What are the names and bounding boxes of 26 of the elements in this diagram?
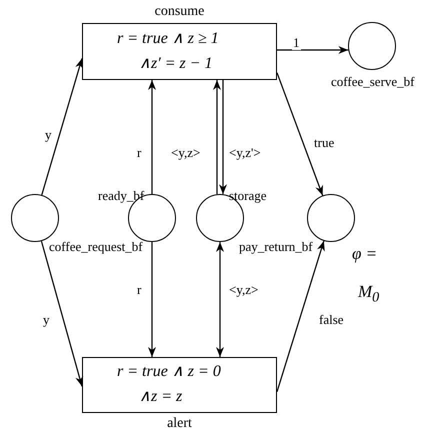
place-label: pay_return_bf [239,239,313,254]
arrow [216,242,224,357]
formula-text: φ = [352,244,378,264]
guard-expression: ∧z = z [139,388,182,406]
transition-name: consume [154,4,206,19]
arrow [40,240,84,387]
arrow [219,80,227,194]
guard-expression: r = true ∧ z ≥ 1 [117,30,219,48]
formula-text: M$_{0}$ [358,282,380,306]
arrow [41,58,83,196]
arrow [213,80,221,194]
arrow [276,72,324,196]
edge-label: 1 [292,36,300,50]
place-label: coffee_serve_bf [331,74,414,89]
guard-expression: r = true ∧ z = 0 [117,363,221,381]
arrow [148,242,156,357]
arrow [277,46,348,54]
place-label: storage [229,188,267,203]
transition-name: alert [166,416,193,431]
arrow [276,240,325,392]
edge-label: false [318,313,345,327]
place-label: ready_bf [98,188,144,203]
guard-expression: ∧z′ = z − 1 [139,55,213,73]
place-label: coffee_request_bf [49,239,143,254]
edge-label: <y,z'> [228,146,262,160]
arrow [148,80,156,194]
